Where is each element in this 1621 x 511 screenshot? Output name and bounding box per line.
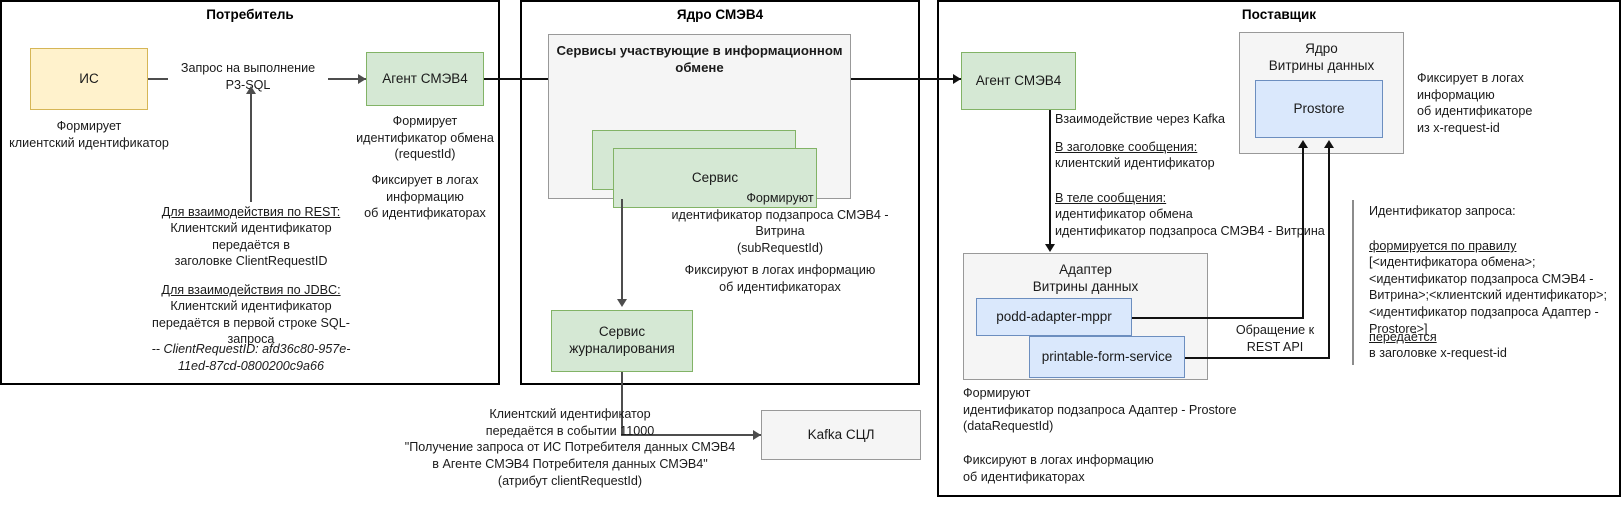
heading-rule-formation: формируется по правилу (1369, 239, 1517, 253)
label-rest-api-call: Обращение к REST API (1235, 323, 1315, 354)
arrowhead-pfs-to-prostore (1323, 140, 1334, 148)
note-adapter-forms: Формируют идентификатор подзапроса Адапт… (963, 386, 1237, 434)
heading-rest-interaction: Для взаимодействия по REST: (161, 205, 341, 219)
node-logging-service[interactable]: Сервис журналирования (551, 310, 693, 372)
note-prostore-logs: Фиксирует в логах информацию об идентифи… (1417, 71, 1533, 136)
panel-consumer (0, 0, 500, 385)
connector-pfs-up (1328, 148, 1330, 358)
node-podd-adapter-mppr[interactable]: podd-adapter-mppr (976, 298, 1132, 336)
panel-supplier (937, 0, 1621, 497)
body-jdbc-interaction: Клиентский идентификатор передаётся в пе… (152, 299, 350, 347)
panel-title-core: Ядро СМЭВ4 (676, 7, 764, 22)
connector-rest-note-to-request (250, 90, 252, 202)
body-message-body: идентификатор обмена идентификатор подза… (1055, 207, 1325, 238)
heading-message-header: В заголовке сообщения: (1055, 140, 1198, 154)
note-is-forms: Формирует клиентский идентификатор (9, 119, 169, 150)
connector-agent-to-adapter (1049, 110, 1051, 248)
note-agent-logs: Фиксирует в логах информацию об идентифи… (364, 173, 486, 221)
label-kafka-interaction: Взаимодействие через Kafka (1055, 112, 1226, 126)
body-rule-formation: [<идентификатора обмена>; <идентификатор… (1369, 255, 1607, 336)
connector-logging-to-kafka (621, 434, 761, 436)
connector-services-to-logging (621, 199, 623, 303)
arrowhead-mppr-to-prostore (1297, 140, 1308, 148)
note-services-form: Формируют идентификатор подзапроса СМЭВ4… (671, 191, 889, 256)
connector-pfs-right (1185, 357, 1330, 359)
note-agent-forms: Формирует идентификатор обмена (requestI… (356, 114, 494, 162)
node-printable-form-service[interactable]: printable-form-service (1029, 336, 1185, 378)
panel-title-supplier: Поставщик (1241, 7, 1317, 22)
arrowhead-core-to-supplier (953, 73, 961, 84)
note-adapter-logs: Фиксируют в логах информацию об идентифи… (963, 453, 1154, 484)
connector-agent-to-core (484, 78, 560, 80)
node-prostore[interactable]: Prostore (1255, 80, 1383, 138)
note-kafka-event: Клиентский идентификатор передаётся в со… (404, 407, 736, 488)
body-rest-interaction: Клиентский идентификатор передаётся в за… (170, 221, 332, 269)
body-message-header: клиентский идентификатор (1055, 156, 1215, 170)
heading-request-identifier: Идентификатор запроса: (1369, 204, 1516, 218)
node-agent-supplier[interactable]: Агент СМЭВ4 (961, 52, 1076, 110)
arrowhead-rest-note (246, 86, 256, 94)
connector-mppr-up (1302, 148, 1304, 318)
body-transfer: в заголовке x-request-id (1369, 346, 1507, 360)
node-is[interactable]: ИС (30, 48, 148, 110)
connector-logging-down (621, 372, 623, 435)
panel-title-consumer: Потребитель (206, 7, 294, 22)
connector-core-to-supplier (851, 78, 961, 80)
node-kafka-scl[interactable]: Kafka СЦЛ (761, 410, 921, 460)
arrowhead-is-to-agent (358, 73, 366, 84)
sample-client-request-id: -- ClientRequestID: afd36c80-957e- 11ed-… (151, 342, 351, 373)
arrowhead-agent-to-adapter (1044, 244, 1055, 252)
connector-mppr-right (1132, 317, 1304, 319)
arrowhead-logging-to-kafka (753, 429, 761, 440)
heading-message-body: В теле сообщения: (1055, 191, 1167, 205)
heading-transfer: передаётся (1369, 330, 1437, 344)
node-agent-consumer[interactable]: Агент СМЭВ4 (366, 52, 484, 106)
node-service-front[interactable]: Сервис (613, 148, 817, 208)
divider-right-text-column (1352, 200, 1354, 365)
panel-core (520, 0, 920, 385)
note-services-logs: Фиксируют в логах информацию об идентифи… (684, 263, 876, 294)
heading-jdbc-interaction: Для взаимодействия по JDBC: (161, 283, 341, 297)
arrowhead-services-to-logging (617, 299, 627, 307)
